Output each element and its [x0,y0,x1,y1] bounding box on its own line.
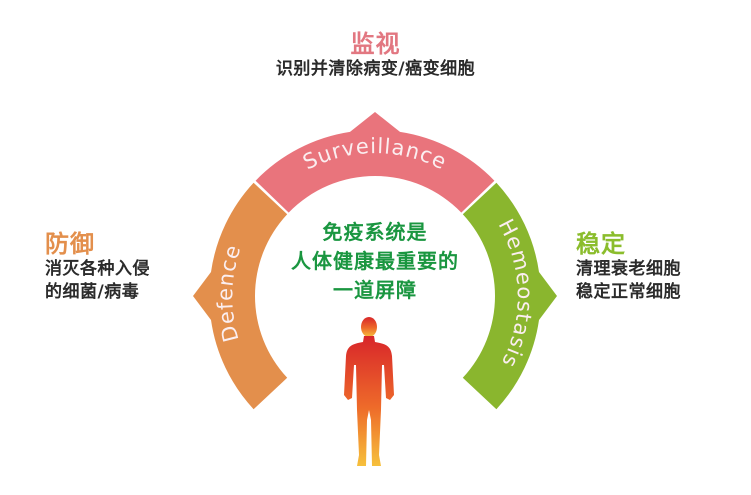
center-line-3: 一道屏障 [333,278,417,302]
defence-title: 防御 [45,230,95,258]
center-line-1: 免疫系统是 [322,220,428,244]
defence-callout: 防御 消灭各种入侵 的细菌/病毒 [45,230,150,304]
center-statement: 免疫系统是 人体健康最重要的 一道屏障 [255,218,495,305]
surveillance-title: 监视 [350,30,401,58]
center-line-2: 人体健康最重要的 [291,249,459,273]
defence-description-line-1: 消灭各种入侵 [45,259,150,279]
homeostasis-description-line-1: 清理衰老细胞 [576,259,681,279]
homeostasis-callout: 稳定 清理衰老细胞 稳定正常细胞 [576,230,681,304]
homeostasis-title: 稳定 [576,230,626,258]
homeostasis-arc: Hemeostasis [462,182,557,410]
surveillance-description: 识别并清除病变/癌变细胞 [275,59,476,79]
homeostasis-description-line-2: 稳定正常细胞 [576,282,681,302]
defence-arc: Defence [193,182,288,410]
surveillance-arc: Surveillance [255,112,495,213]
surveillance-callout: 监视 识别并清除病变/癌变细胞 [0,30,751,81]
defence-description-line-2: 的细菌/病毒 [45,282,140,302]
human-body-icon [344,317,394,466]
